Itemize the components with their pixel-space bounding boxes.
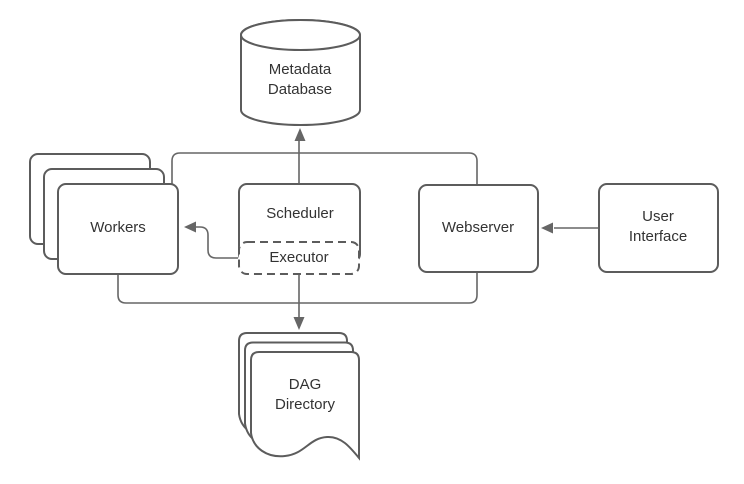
arrowhead-to-database [294, 128, 306, 141]
edge-layer [117, 141, 599, 318]
workers-node [29, 153, 179, 275]
workers-front-card [57, 183, 179, 275]
arrowhead-to-dag-directory [293, 317, 305, 330]
webserver-node [418, 184, 539, 273]
edge-bottom-bus [117, 272, 478, 304]
user-interface-node [598, 183, 719, 273]
dag-front-sheet [250, 351, 360, 461]
arrowhead-to-webserver [541, 222, 553, 234]
arrowhead-to-workers [184, 221, 196, 233]
arrowhead-layer [184, 128, 553, 330]
edge-top-bus [171, 152, 478, 185]
dag-directory-node [238, 332, 360, 461]
cylinder-top-shape [240, 19, 361, 51]
executor-node [238, 241, 360, 275]
edge-executor-to-workers [196, 226, 238, 259]
metadata-database-node [240, 19, 361, 126]
